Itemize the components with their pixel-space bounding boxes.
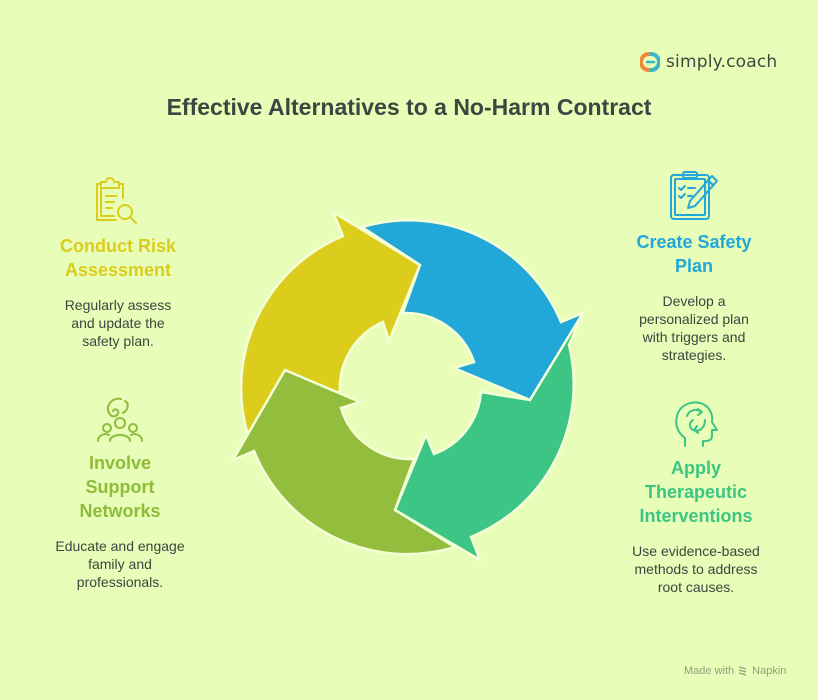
step-heading: Conduct Risk Assessment bbox=[59, 236, 176, 280]
step-create-safety-plan: Create Safety Plan Develop a personalize… bbox=[614, 170, 774, 364]
support-group-icon bbox=[97, 397, 143, 442]
step-heading: Create Safety Plan bbox=[636, 232, 752, 276]
head-cycle-icon bbox=[675, 401, 718, 447]
step-apply-therapeutic-interventions: Apply Therapeutic Interventions Use evid… bbox=[616, 398, 776, 596]
step-conduct-risk-assessment: Conduct Risk Assessment Regularly assess… bbox=[38, 176, 198, 350]
step-heading: Apply Therapeutic Interventions bbox=[639, 458, 753, 526]
clipboard-search-icon bbox=[96, 177, 137, 224]
step-heading: Involve Support Networks bbox=[79, 453, 161, 521]
step-description: Develop a personalized plan with trigger… bbox=[639, 293, 749, 363]
brand-logo: simply.coach bbox=[640, 52, 777, 72]
green-arrow bbox=[230, 368, 459, 556]
teal-arrow bbox=[393, 312, 585, 563]
step-description: Use evidence-based methods to address ro… bbox=[632, 543, 760, 595]
step-description: Regularly assess and update the safety p… bbox=[64, 297, 172, 349]
made-with-label: Made with bbox=[684, 665, 735, 677]
step-involve-support-networks: Involve Support Networks Educate and eng… bbox=[40, 393, 200, 591]
brand-name: simply.coach bbox=[666, 52, 778, 72]
blue-arrow bbox=[359, 219, 587, 402]
napkin-brand: Napkin bbox=[752, 665, 787, 677]
page-title: Effective Alternatives to a No-Harm Cont… bbox=[166, 94, 652, 120]
napkin-logo-icon bbox=[738, 666, 747, 676]
made-with-napkin: Made with Napkin bbox=[684, 665, 786, 677]
simply-coach-logo-icon bbox=[640, 52, 660, 72]
clipboard-pencil-icon bbox=[670, 171, 718, 220]
step-description: Educate and engage family and profession… bbox=[55, 538, 185, 590]
